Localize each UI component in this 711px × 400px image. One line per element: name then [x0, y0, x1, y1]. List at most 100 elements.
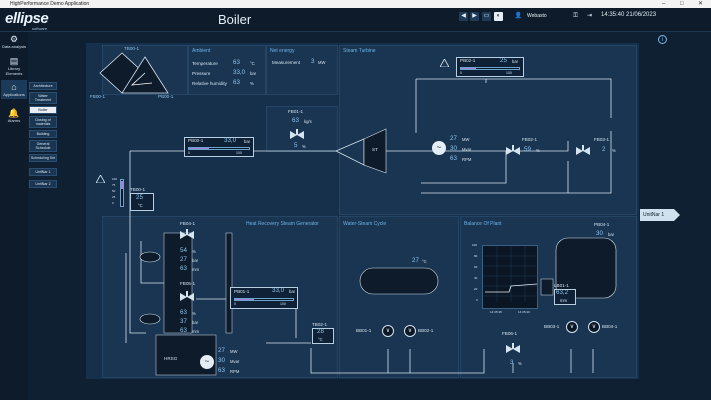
pb00-tag: PB00-1 [188, 138, 204, 143]
library-icon: ▤ [9, 56, 19, 66]
pb02-value: 25 [500, 57, 507, 64]
bb01-pump-icon[interactable]: ∨ [382, 325, 394, 337]
fb03-valve-icon[interactable] [576, 145, 590, 157]
bb04-pump-icon[interactable]: ∨ [588, 321, 600, 333]
bb04-tag: BB04-1 [602, 324, 618, 329]
net-energy-title: Net energy [270, 48, 295, 54]
fb04-valve-icon[interactable] [180, 229, 194, 241]
st-generator-icon[interactable]: ~ [432, 141, 446, 155]
fb04-u1: % [192, 249, 196, 254]
hrsg-generator-icon[interactable]: ~ [200, 355, 214, 369]
ambient-pressure-label: Pressure [192, 71, 211, 76]
fb01-valve-icon[interactable] [290, 129, 304, 141]
pb00-unit: bar [244, 139, 251, 144]
fb01-tag: FB01-1 [288, 109, 304, 114]
tb00-level-25: 25 [112, 195, 116, 199]
trend-y-40: 40 [474, 276, 478, 280]
tb00-unit: °C [138, 203, 143, 208]
pb02-scale-max: 100 [506, 71, 512, 75]
boiler-diagram: Ambient Net energy Steam Turbine Heat Re… [86, 43, 639, 379]
tb02-value: 28 [317, 328, 324, 335]
contrast-icon[interactable]: ◐ [494, 12, 503, 21]
bb03-pump-icon[interactable]: ∨ [566, 321, 578, 333]
st-power-unit: MW [462, 137, 470, 142]
sidebar-item-data-analysis[interactable]: ⚙ Data analysis [1, 34, 26, 49]
tb02-value-box[interactable] [312, 328, 334, 344]
pb04-unit: bar [608, 232, 615, 237]
net-energy-unit: MW [318, 60, 326, 65]
screen-icon[interactable]: ▭ [482, 12, 491, 21]
sidebar-item-alarms[interactable]: 🔔 Alarms [1, 108, 27, 123]
sidebar-item-library[interactable]: ▤ Library Elements [1, 56, 27, 76]
triangle-left-label: FB00-1 [90, 94, 106, 99]
fb05-u3: mm [192, 329, 199, 334]
fb02-valve-icon[interactable] [506, 145, 520, 157]
hrsg-title: Heat Recovery Steam Generator [246, 221, 319, 227]
info-icon[interactable]: i [658, 35, 667, 44]
lb01-value-box[interactable] [554, 289, 576, 305]
submenu-water-treatment[interactable]: Water Treatment [29, 92, 57, 104]
hrsg-label: HRSG [164, 356, 178, 361]
pb00-scale-max: 100 [236, 151, 242, 155]
tb02-tag: TB02-1 [312, 322, 328, 327]
submenu-unitnar-1[interactable]: UnitNar 1 [29, 168, 57, 176]
pb01-value: 33,0 [272, 287, 285, 294]
triangle-top-label: TB00-1 [124, 46, 140, 51]
fb05-u1: % [192, 311, 196, 316]
tb00-value-box[interactable] [130, 193, 154, 211]
bell-icon: 🔔 [8, 108, 20, 118]
submenu-unitnar-2[interactable]: UnitNar 2 [29, 180, 57, 188]
steam-turbine-title: Steam Turbine [343, 48, 376, 54]
fb06-valve-icon[interactable] [506, 343, 520, 355]
submenu-scheduling-set[interactable]: Scheduling Set [29, 154, 57, 162]
bop-trend-chart[interactable] [482, 245, 539, 309]
home-icon: ⌂ [11, 82, 17, 92]
nav-prev-button[interactable]: ◀ [459, 12, 468, 21]
pb02-scale-bar [460, 67, 520, 70]
fb01-flow-unit: kg/s [304, 119, 312, 124]
ambient-pressure-unit: bar [250, 71, 257, 76]
datetime: 14:35:40 21/06/2023 [601, 12, 657, 18]
user-name[interactable]: Webasto [527, 13, 547, 19]
submenu-building[interactable]: Building [29, 130, 57, 138]
bb02-pump-icon[interactable]: ∨ [404, 325, 416, 337]
trend-y-20: 20 [474, 287, 478, 291]
pb02-warning-icon[interactable] [440, 59, 449, 67]
hrsg-power: 27 [218, 347, 225, 354]
fb06-unit: % [518, 361, 522, 366]
nav-next-button[interactable]: ▶ [470, 12, 479, 21]
lb01-value: 63,2 [556, 289, 569, 296]
drum-temp-value: 27 [412, 257, 419, 264]
triangle-right-label: PB00-1 [158, 94, 174, 99]
minimize-button[interactable]: – [662, 1, 666, 7]
user-icon: 👤 [514, 13, 523, 19]
window-titlebar: HighPerformance Demo Application – □ ✕ [0, 0, 711, 8]
trend-y-80: 80 [474, 254, 478, 258]
ambient-temperature-value: 63 [233, 59, 240, 66]
bop-trend-plot [483, 246, 539, 302]
tb00-warning-icon[interactable] [96, 175, 105, 183]
st-speed: 63 [450, 155, 457, 162]
pb01-scale-bar [234, 298, 294, 301]
submenu-dosing[interactable]: Dosing of materials [29, 116, 57, 128]
net-energy-panel [266, 45, 338, 95]
fb01-panel [266, 106, 338, 152]
key-icon[interactable]: ⚿ [573, 13, 578, 19]
unit-flag-button[interactable]: UnitNar 1 [640, 209, 680, 221]
submenu-general-schedule[interactable]: General Schedule [29, 140, 57, 152]
sidebar-item-applications[interactable]: ⌂ Applications [1, 80, 27, 99]
sidebar: ⚙ Data analysis ▤ Library Elements ⌂ App… [0, 32, 28, 400]
hrsg-var: 30 [218, 357, 225, 364]
app-header [0, 8, 711, 32]
submenu-architecture[interactable]: Architecture [29, 82, 57, 90]
maximize-button[interactable]: □ [680, 1, 684, 7]
fb04-u3: mm [192, 267, 199, 272]
fb05-valve-icon[interactable] [180, 291, 194, 303]
close-button[interactable]: ✕ [698, 1, 704, 7]
logout-icon[interactable]: ⇥ [586, 13, 593, 19]
fb01-open: 5 [294, 142, 298, 149]
hrsg-var-unit: Mvar [230, 359, 240, 364]
ambient-panel [188, 45, 266, 95]
submenu-boiler[interactable]: Boiler [29, 106, 57, 114]
fb02-tag: FB02-1 [522, 137, 538, 142]
